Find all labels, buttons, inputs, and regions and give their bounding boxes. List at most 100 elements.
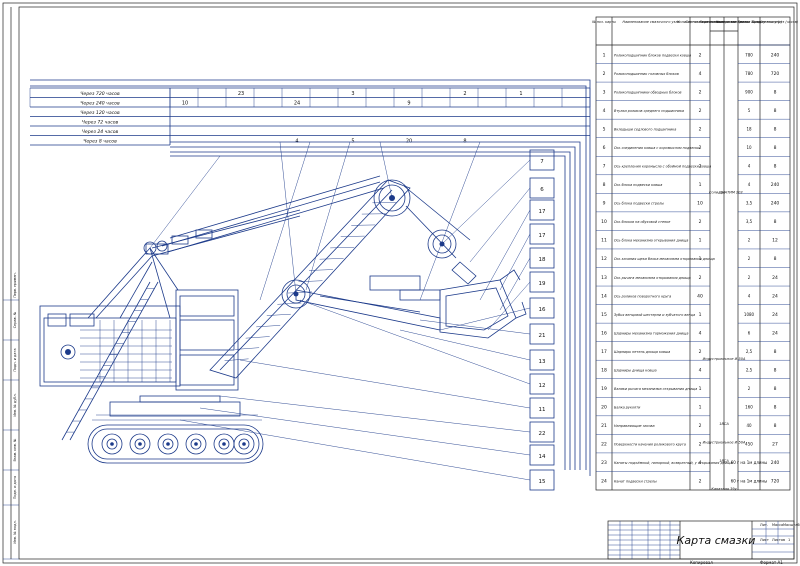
table-cell-pos: 8	[603, 182, 606, 188]
table-cell-amount: 900	[745, 89, 753, 94]
table-cell-period: 8	[774, 367, 777, 373]
turntable	[109, 401, 241, 417]
table-cell-period: 24	[772, 330, 778, 336]
table-cell-name: Роликоподшипник головных блоков	[614, 72, 679, 76]
callout-number: 12	[539, 383, 546, 389]
table-cell-amount: 60 г на 1м длины	[731, 479, 768, 484]
title-cell-count: 1	[788, 538, 790, 542]
table-cell-name: Роликоподшипники обводных блоков	[614, 90, 682, 94]
table-cell-amount: 2	[748, 238, 751, 243]
table-cell-name: Ось блока подвески ковша	[614, 183, 662, 187]
table-cell-name: Шарниры петель днища ковша	[614, 350, 670, 354]
table-cell-count: 1	[699, 386, 702, 392]
table-cell-name: Ось соединения ковша с коромыслом подвес…	[614, 146, 700, 150]
table-cell-name: Канат подвески стрелы	[614, 480, 657, 484]
table-cell-amount: 1080	[744, 312, 755, 317]
table-cell-count: 4	[699, 460, 702, 466]
table-cell-pos: 22	[601, 442, 607, 448]
table-cell-pos: 21	[601, 423, 607, 429]
table-cell-period: 240	[771, 182, 780, 188]
table-header: Наименование смазочного узла	[622, 20, 679, 24]
table-cell-pos: 12	[601, 256, 607, 262]
table-cell-period: 24	[772, 312, 778, 318]
table-cell-amount: 4	[748, 164, 751, 169]
table-cell-name: Шарниры механизма торможения днища	[614, 331, 688, 335]
table-cell-period: 8	[774, 219, 777, 225]
table-cell-pos: 3	[603, 89, 606, 95]
table-cell-lubricant: Солидол	[709, 190, 726, 194]
table-cell-period: 24	[772, 275, 778, 281]
table-cell-name: Шарниры днища ковша	[614, 368, 657, 372]
table-cell-period: 8	[774, 164, 777, 170]
table-header: Количество точек смазки	[677, 20, 724, 24]
schedule-cell-value: 23	[238, 91, 244, 97]
table-cell-count: 2	[699, 423, 702, 429]
table-cell-lubricant: Канатная 39у	[711, 487, 737, 491]
table-cell-name: Ось качания щеки блока механизма открыва…	[614, 257, 715, 261]
callout-number: 14	[539, 454, 546, 460]
callout-number: 11	[539, 407, 546, 413]
table-cell-period: 27	[772, 442, 778, 448]
table-cell-period: 8	[774, 126, 777, 132]
boom-suspension	[151, 209, 301, 257]
table-cell-count: 1	[699, 405, 702, 411]
table-cell-period: 8	[774, 349, 777, 355]
side-strip-label: Подп. и дата	[13, 348, 17, 371]
table-cell-count: 1	[699, 238, 702, 244]
table-cell-count: 2	[699, 89, 702, 95]
schedule-cell-value: 9	[407, 101, 410, 107]
callout-number: 6	[540, 187, 544, 193]
table-cell-count: 4	[699, 367, 702, 373]
table-cell-amount: 4	[748, 293, 751, 298]
table-header: № поз. карты	[591, 20, 616, 24]
access-ladder	[61, 281, 159, 441]
table-cell-pos: 24	[601, 479, 607, 485]
table-cell-amount: 60 г на 1м длины	[731, 460, 768, 465]
title-cell-mass: Масса	[772, 523, 783, 527]
table-cell-count: 2	[699, 275, 702, 281]
table-cell-count: 4	[699, 71, 702, 77]
table-cell-count: 1	[699, 256, 702, 262]
hoist-ropes	[161, 175, 471, 259]
table-cell-period: 240	[771, 460, 780, 466]
table-cell-lubricant: ЦИАТИМ 203	[719, 190, 742, 194]
table-cell-period: 24	[772, 293, 778, 299]
table-cell-pos: 13	[601, 275, 607, 281]
schedule-row-label: Через 120 часов	[80, 110, 120, 116]
table-cell-count: 2	[699, 108, 702, 114]
table-cell-period: 240	[771, 201, 780, 207]
table-cell-count: 2	[699, 442, 702, 448]
table-cell-pos: 15	[601, 312, 607, 318]
callout-number: 13	[539, 359, 546, 365]
table-cell-period: 720	[771, 71, 780, 77]
table-cell-pos: 18	[601, 367, 607, 373]
side-strip-label: Перв. примен.	[13, 272, 17, 297]
table-cell-name: Ось роликов поворотного круга	[614, 294, 671, 298]
table-cell-name: Поверхности качения роликового круга	[614, 443, 686, 447]
leader-lines	[149, 141, 531, 481]
excavator-drawing	[39, 141, 531, 481]
table-cell-count: 40	[697, 293, 703, 299]
title-cell-sheet: Лист	[760, 538, 769, 542]
schedule-cell-value: 20	[406, 139, 412, 145]
table-cell-amount: 2	[748, 275, 751, 280]
lubrication-table: № поз. карты Наименование смазочного узла…	[591, 16, 798, 491]
sheet-frame-inner	[18, 6, 795, 560]
table-cell-period: 8	[774, 89, 777, 95]
table-cell-pos: 1	[603, 52, 606, 58]
title-cell-lit: Лит.	[760, 523, 768, 527]
table-cell-period: 720	[771, 479, 780, 485]
table-cell-amount: 450	[745, 442, 753, 447]
table-cell-count: 2	[699, 145, 702, 151]
side-strip-label: Взам. инв. №	[13, 438, 17, 461]
table-cell-period: 8	[774, 108, 777, 114]
table-cell-name: Зубья венцовой шестерни и зубчатого венц…	[614, 313, 695, 317]
table-cell-name: Втулки роликов среднего подшипника	[614, 109, 684, 113]
table-cell-count: 4	[699, 330, 702, 336]
table-cell-period: 8	[774, 256, 777, 262]
schedule-cell-value: 5	[351, 139, 354, 145]
copied-label: Копировал	[690, 560, 713, 565]
callout-number: 18	[539, 257, 546, 263]
